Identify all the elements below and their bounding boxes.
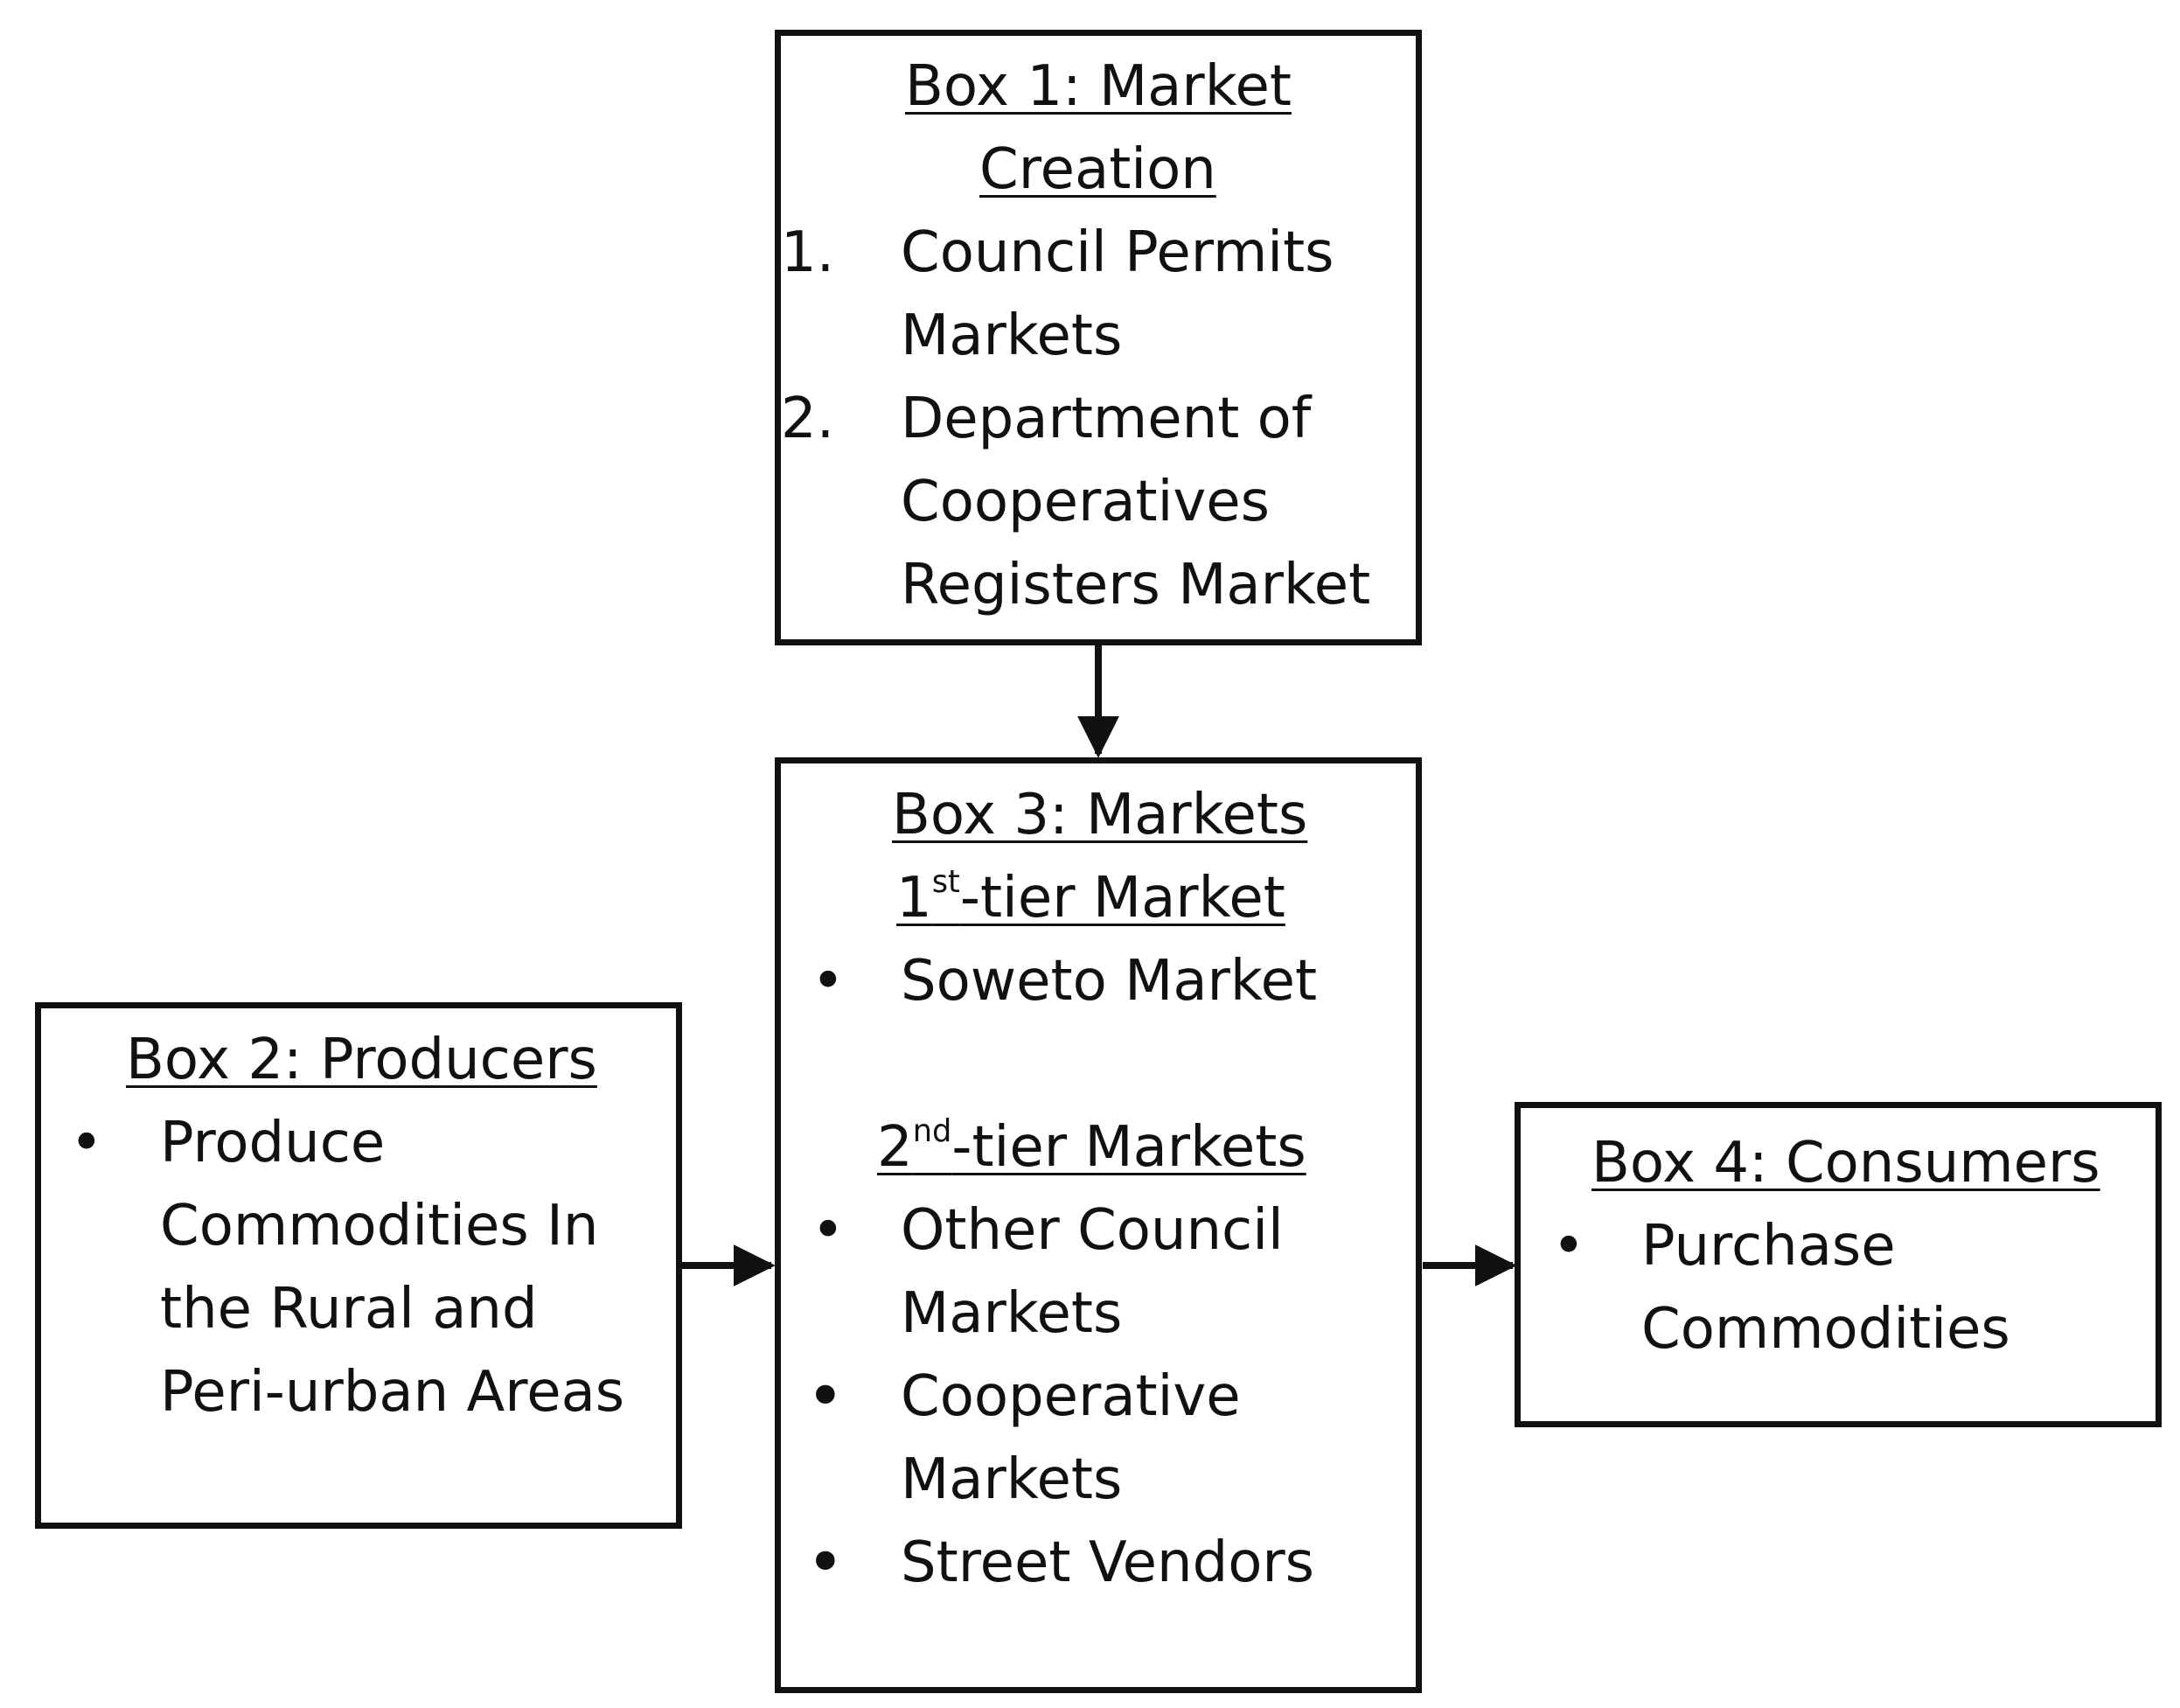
box2-item-line4: Peri-urban Areas bbox=[160, 1360, 625, 1425]
box4-item-line2: Commodities bbox=[1641, 1297, 2010, 1362]
box4-title: Box 4: Consumers bbox=[1591, 1131, 2100, 1196]
box3-tier2-heading: 2nd-tier Markets bbox=[877, 1116, 1306, 1175]
box1-item1-line2: Markets bbox=[901, 303, 1123, 368]
tier1-suffix: st bbox=[931, 863, 960, 900]
box3-title: Box 3: Markets bbox=[892, 783, 1308, 847]
box3-tier2-item2-line1: Cooperative bbox=[901, 1364, 1241, 1429]
tier1-rest: -tier Market bbox=[959, 866, 1285, 931]
box1-item2-line2: Cooperatives bbox=[901, 470, 1270, 534]
box3-tier2-item2-line2: Markets bbox=[901, 1447, 1123, 1512]
box3-tier2-item1-line1: Other Council bbox=[901, 1198, 1284, 1263]
box-consumers bbox=[1515, 1102, 2162, 1427]
tier1-number: 1 bbox=[896, 866, 932, 931]
box1-title-line1: Box 1: Market bbox=[905, 54, 1292, 119]
box2-title: Box 2: Producers bbox=[126, 1028, 597, 1092]
box3-tier2-bullet-2: • bbox=[806, 1359, 845, 1434]
tier2-number: 2 bbox=[877, 1115, 913, 1180]
box3-tier2-bullet-3: • bbox=[806, 1525, 845, 1600]
box3-tier1-bullet: • bbox=[811, 949, 845, 1014]
box2-bullet: • bbox=[70, 1111, 103, 1175]
box1-item2-marker: 2. bbox=[781, 387, 835, 451]
tier2-rest: -tier Markets bbox=[951, 1115, 1306, 1180]
box1-item2-line1: Department of bbox=[901, 387, 1312, 451]
tier2-suffix: nd bbox=[912, 1112, 952, 1149]
box3-tier1-item: Soweto Market bbox=[901, 949, 1318, 1014]
box4-bullet: • bbox=[1552, 1214, 1585, 1279]
box-market-creation bbox=[775, 30, 1422, 645]
box1-item2-line3: Registers Market bbox=[901, 553, 1371, 617]
box1-item1-marker: 1. bbox=[781, 220, 835, 285]
box-markets bbox=[775, 757, 1422, 1693]
box2-item-line1: Produce bbox=[160, 1111, 386, 1175]
box-producers bbox=[35, 1002, 682, 1529]
box2-item-line2: Commodities In bbox=[160, 1194, 599, 1258]
box3-tier1-heading: 1st-tier Market bbox=[896, 867, 1285, 926]
box2-item-line3: the Rural and bbox=[160, 1277, 538, 1342]
box4-item-line1: Purchase bbox=[1641, 1214, 1896, 1279]
box1-item1-line1: Council Permits bbox=[901, 220, 1334, 285]
box3-tier2-item3-line1: Street Vendors bbox=[901, 1530, 1314, 1595]
box3-tier2-item1-line2: Markets bbox=[901, 1281, 1123, 1346]
box1-title-line2: Creation bbox=[979, 137, 1216, 202]
box3-tier2-bullet-1: • bbox=[811, 1198, 845, 1263]
